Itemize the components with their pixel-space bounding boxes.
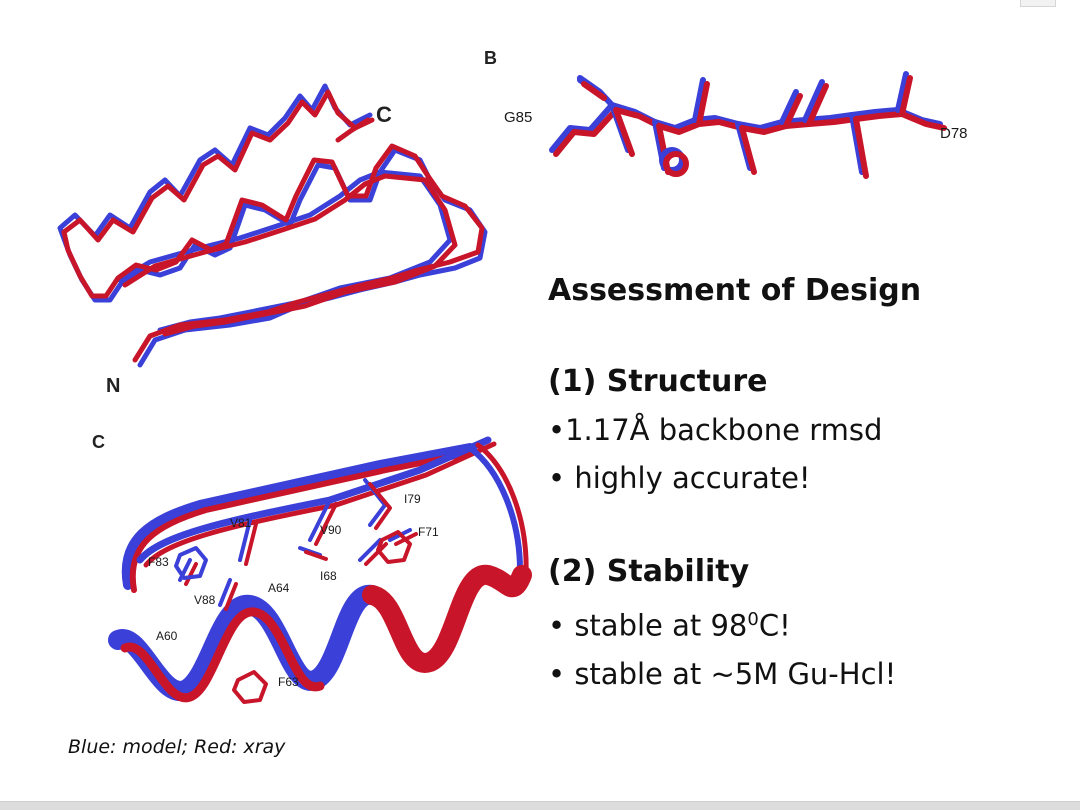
stability-bullet-temperature: • stable at 980C! xyxy=(548,596,1048,650)
residue-label: F83 xyxy=(148,555,169,569)
window-corner-control xyxy=(1020,0,1056,7)
temperature-text: • stable at 98 xyxy=(548,608,748,643)
panel-c-model-loop xyxy=(467,445,523,573)
panel-c-model-strand xyxy=(121,443,475,590)
residue-label: A60 xyxy=(156,629,178,643)
panel-c-label: C xyxy=(92,432,105,452)
bottom-bar xyxy=(0,801,1080,810)
panel-c-residue-labels: I79 V81 V90 F71 F83 I68 V88 A64 A60 F63 xyxy=(148,492,439,689)
degree-superscript: 0 xyxy=(747,609,759,630)
panel-a-xray-trace-2 xyxy=(122,173,458,337)
panel-c-xray-loop xyxy=(475,442,529,578)
panel-c-ring-f83 xyxy=(174,546,208,580)
stability-bullet-denaturant: • stable at ~5M Gu-Hcl! xyxy=(548,656,897,691)
panel-b-stick-overlay xyxy=(549,71,947,179)
panel-b-xray-branches xyxy=(581,75,913,179)
temperature-unit: C! xyxy=(758,608,791,643)
panel-c-ring-f71 xyxy=(376,530,412,564)
residue-label: I68 xyxy=(320,569,337,583)
structure-bullet-accurate: • highly accurate! xyxy=(548,461,811,495)
residue-label: V88 xyxy=(194,593,216,607)
panel-c-xray-strand xyxy=(129,449,479,593)
structure-heading: (1) Structure xyxy=(548,364,768,399)
residue-label: V90 xyxy=(320,523,342,537)
panel-b-label-right: D78 xyxy=(940,125,968,142)
panel-c-xray-strand-2 xyxy=(143,441,497,568)
panel-b-ring-xray xyxy=(663,151,689,177)
panel-c-model-strand-2 xyxy=(136,436,492,564)
panel-c-ring-f63 xyxy=(232,670,268,704)
slide-title: Assessment of Design xyxy=(548,273,922,308)
residue-label: F71 xyxy=(418,525,439,539)
residue-label: F63 xyxy=(278,675,299,689)
panel-b-label-left: G85 xyxy=(504,109,532,126)
figure-caption: Blue: model; Red: xray xyxy=(68,736,286,758)
assessment-text: Assessment of Design (1) Structure •1.17… xyxy=(548,268,1048,698)
panel-a-label-n: N xyxy=(106,375,120,397)
stability-heading: (2) Stability xyxy=(548,554,750,589)
residue-label: V81 xyxy=(230,516,252,530)
panel-b-label: B xyxy=(484,48,497,68)
panel-c-xray-helix xyxy=(362,565,532,673)
panel-a-c-terminus-segment xyxy=(335,117,371,143)
panel-a-label-c: C xyxy=(376,102,392,127)
panel-a-backbone-overlay xyxy=(57,83,488,368)
panel-c-xray-helix-back xyxy=(120,607,325,703)
residue-label: I79 xyxy=(404,492,421,506)
residue-label: A64 xyxy=(268,581,290,595)
panel-c-ribbon-overlay xyxy=(108,436,532,704)
structure-bullet-rmsd: •1.17Å backbone rmsd xyxy=(548,413,883,447)
panel-c-sidechains-xray xyxy=(184,482,418,611)
